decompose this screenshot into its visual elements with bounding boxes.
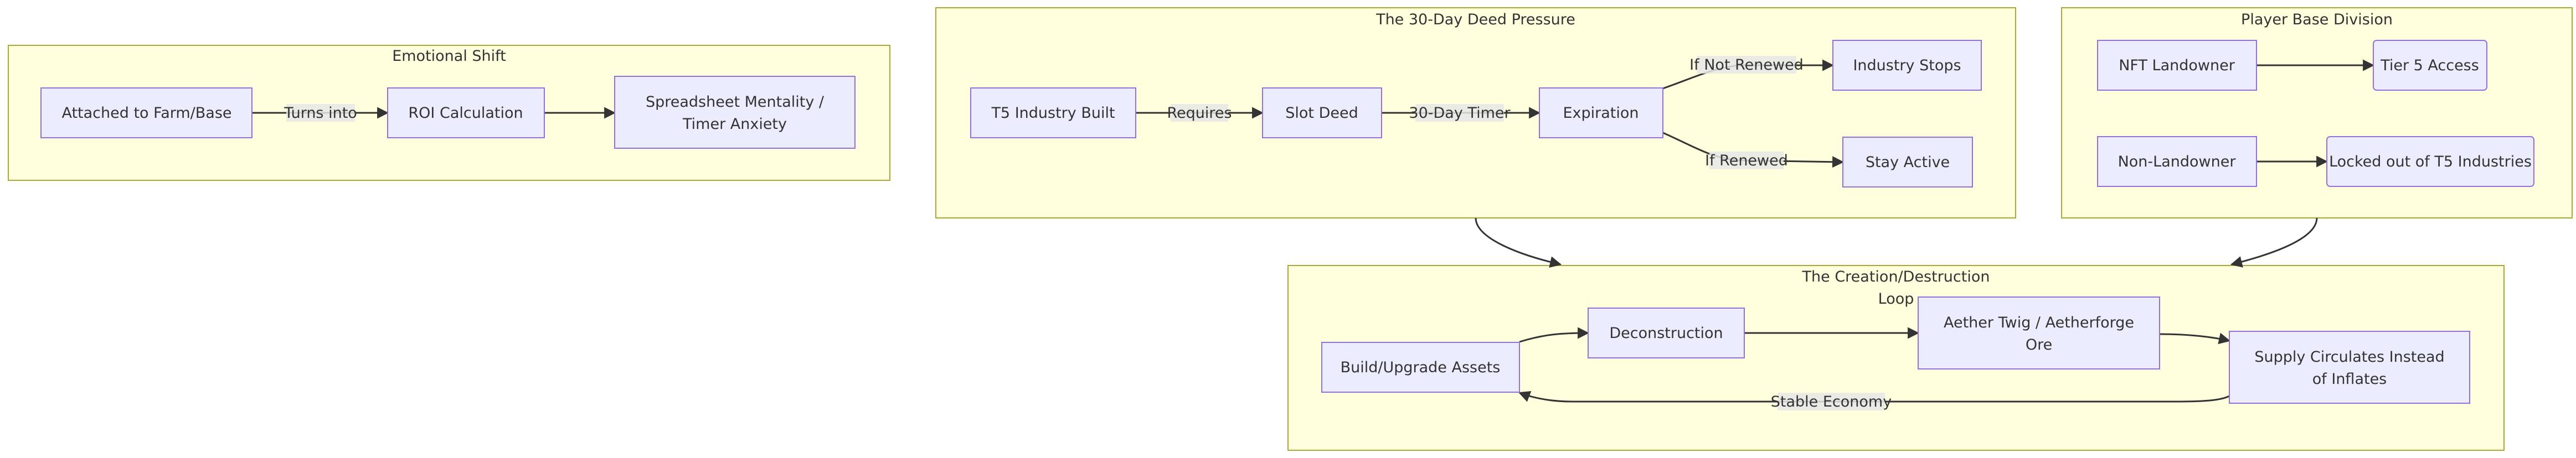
node-roi-calculation-label: ROI Calculation xyxy=(408,105,523,122)
node-build-upgrade-assets-label: Build/Upgrade Assets xyxy=(1341,359,1501,376)
node-nft-landowner-label: NFT Landowner xyxy=(2119,57,2235,74)
edge-label-timer: 30-Day Timer xyxy=(1409,105,1511,122)
node-deconstruction-label: Deconstruction xyxy=(1609,325,1723,342)
edge-label-renewed-bg xyxy=(1709,152,1784,169)
node-expiration-label: Expiration xyxy=(1563,105,1639,122)
edge-label-requires-bg xyxy=(1171,104,1228,122)
node-slot-deed-label: Slot Deed xyxy=(1285,105,1358,122)
cluster-loop-title-line2: Loop xyxy=(1878,290,1914,308)
node-tier5-access-label: Tier 5 Access xyxy=(2380,57,2479,74)
edge-deed-cluster-to-loop xyxy=(1475,217,1562,268)
node-nft-landowner[interactable]: NFT Landowner xyxy=(2097,40,2257,91)
node-slot-deed-box xyxy=(1262,87,1382,138)
edge-player-cluster-to-loop xyxy=(2230,217,2318,268)
node-supply-line2: of Inflates xyxy=(2312,371,2387,388)
node-attached-to-farm-label: Attached to Farm/Base xyxy=(61,105,231,122)
node-stay-active[interactable]: Stay Active xyxy=(1842,137,1973,188)
node-supply-circulates[interactable]: Supply Circulates Instead of Inflates xyxy=(2229,331,2470,404)
node-locked-out[interactable]: Locked out of T5 Industries xyxy=(2326,136,2534,187)
cluster-deed-pressure-title: The 30-Day Deed Pressure xyxy=(1375,11,1575,28)
node-industry-stops-label: Industry Stops xyxy=(1853,57,1961,74)
node-stay-active-box xyxy=(1842,137,1973,188)
node-aether-twig-box xyxy=(1918,296,2160,369)
node-aether-line2: Ore xyxy=(2026,336,2052,353)
node-industry-stops[interactable]: Industry Stops xyxy=(1832,40,1982,91)
node-non-landowner-box xyxy=(2097,136,2257,187)
node-attached-to-farm[interactable]: Attached to Farm/Base xyxy=(40,87,253,138)
node-build-upgrade-assets-box xyxy=(1321,342,1520,393)
edge-label-requires: Requires xyxy=(1167,105,1232,122)
node-roi-calculation-box xyxy=(387,87,545,138)
node-non-landowner-label: Non-Landowner xyxy=(2118,153,2237,170)
edge-label-stable-economy-bg xyxy=(1778,393,1885,410)
node-supply-line1: Supply Circulates Instead xyxy=(2254,348,2444,366)
node-tier5-access-box xyxy=(2373,40,2487,91)
node-expiration[interactable]: Expiration xyxy=(1539,87,1663,138)
node-t5-industry-built[interactable]: T5 Industry Built xyxy=(970,87,1136,138)
node-spreadsheet-line2: Timer Anxiety xyxy=(682,116,787,133)
node-deconstruction-box xyxy=(1588,308,1745,358)
node-stay-active-label: Stay Active xyxy=(1866,154,1950,171)
edge-label-turns-into: Turns into xyxy=(284,105,357,122)
node-supply-circulates-box xyxy=(2229,331,2470,404)
node-build-upgrade-assets[interactable]: Build/Upgrade Assets xyxy=(1321,342,1520,393)
edge-label-not-renewed: If Not Renewed xyxy=(1689,56,1804,74)
node-locked-out-box xyxy=(2326,136,2534,187)
edge-label-timer-bg xyxy=(1415,104,1504,122)
edge-label-renewed: If Renewed xyxy=(1705,152,1788,169)
node-aether-line1: Aether Twig / Aetherforge xyxy=(1944,314,2134,331)
node-deconstruction[interactable]: Deconstruction xyxy=(1588,308,1745,358)
edge-labels: Turns into Requires 30-Day Timer If Not … xyxy=(284,56,1892,410)
cluster-emotional-shift-title: Emotional Shift xyxy=(392,48,506,65)
node-t5-industry-built-label: T5 Industry Built xyxy=(991,105,1115,122)
cluster-loop-title-line1: The Creation/Destruction xyxy=(1802,268,1990,285)
node-locked-out-label: Locked out of T5 Industries xyxy=(2329,153,2532,170)
node-spreadsheet-mentality-box xyxy=(614,76,856,149)
node-tier5-access[interactable]: Tier 5 Access xyxy=(2373,40,2487,91)
node-slot-deed[interactable]: Slot Deed xyxy=(1262,87,1382,138)
edge-build-to-deconstruction xyxy=(1519,327,1590,343)
edge-aether-to-supply xyxy=(2159,332,2231,345)
edge-label-not-renewed-bg xyxy=(1697,56,1796,74)
node-nft-landowner-box xyxy=(2097,40,2257,91)
node-expiration-box xyxy=(1539,87,1663,138)
node-attached-to-farm-box xyxy=(40,87,253,138)
edge-label-turns-into-bg xyxy=(286,104,355,122)
node-roi-calculation[interactable]: ROI Calculation xyxy=(387,87,545,138)
node-t5-industry-built-box xyxy=(970,87,1136,138)
node-industry-stops-box xyxy=(1832,40,1982,91)
node-spreadsheet-mentality[interactable]: Spreadsheet Mentality / Timer Anxiety xyxy=(614,76,856,149)
node-spreadsheet-line1: Spreadsheet Mentality / xyxy=(646,93,825,111)
edge-label-stable-economy: Stable Economy xyxy=(1771,393,1892,410)
cluster-player-base-division-title: Player Base Division xyxy=(2241,11,2393,28)
node-aether-twig[interactable]: Aether Twig / Aetherforge Ore xyxy=(1918,296,2160,369)
node-non-landowner[interactable]: Non-Landowner xyxy=(2097,136,2257,187)
